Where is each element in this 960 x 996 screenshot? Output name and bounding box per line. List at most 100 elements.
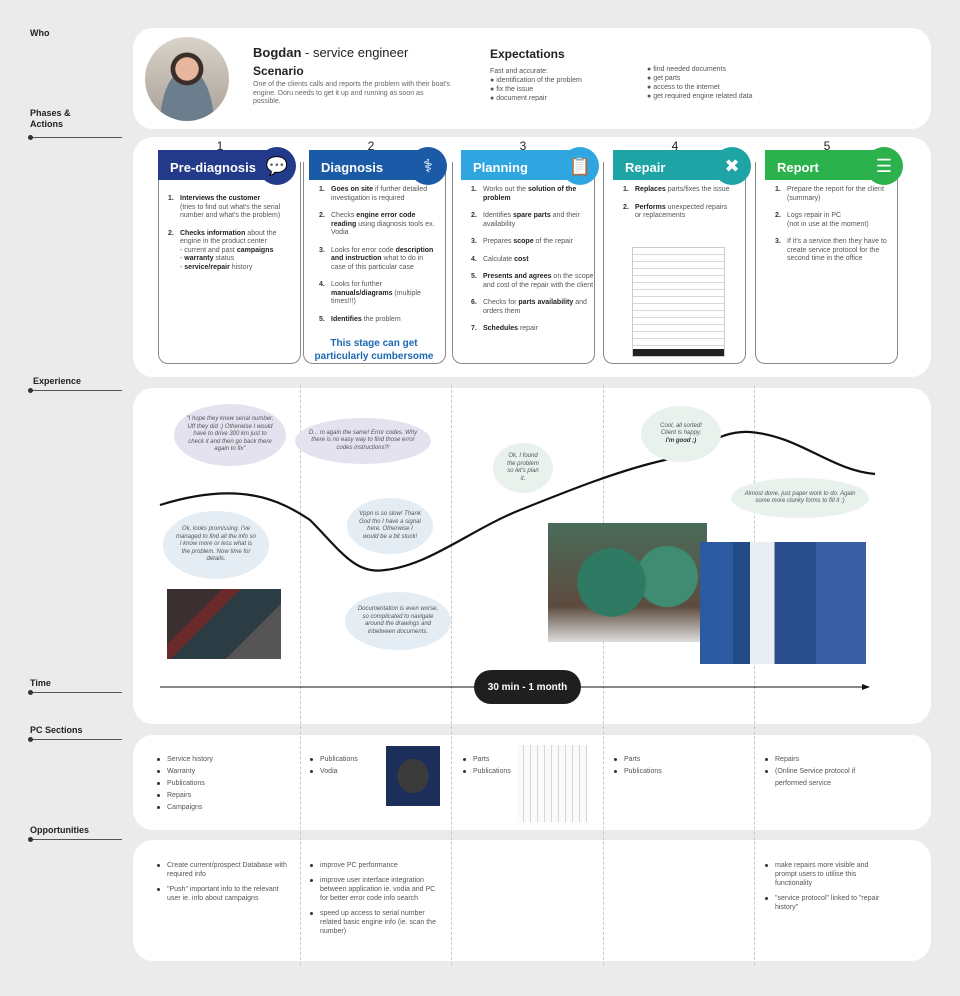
phase-number: 1: [216, 139, 224, 153]
action-item: 1.Prepare the report for the client (sum…: [775, 186, 884, 202]
time-duration-pill: 30 min - 1 month: [474, 670, 581, 704]
expectations-list-1: Fast and accurate: ● identification of t…: [490, 68, 582, 102]
thought-bubble: "I hope they knew serial number. Uff the…: [174, 404, 286, 466]
action-item: 1.Goes on site if further detailed inves…: [319, 186, 428, 202]
list-item: Publications: [463, 766, 511, 778]
thought-bubble: Documentation is even worse, so complica…: [345, 592, 451, 650]
action-item: 2.Logs repair in PC (not in use at the m…: [775, 212, 869, 228]
action-item: 1.Works out the solution of the problem: [471, 186, 577, 202]
phase-action-list: 1.Prepare the report for the client (sum…: [775, 186, 890, 273]
action-item: 2.Performs unexpected repairs or replace…: [623, 203, 728, 220]
list-item: Warranty: [157, 766, 213, 778]
persona-name: Bogdan - service engineer: [253, 45, 409, 60]
list-item: Publications: [157, 778, 213, 790]
list-item: Parts: [463, 754, 511, 766]
list-item: "service protocol" linked to "repair his…: [765, 894, 890, 912]
thought-bubble: Cool, all sorted! Client is happy. I'm g…: [641, 406, 721, 462]
phase-title-4: Repair: [613, 150, 733, 180]
action-item: 5.Presents and agrees on the scope and c…: [471, 273, 594, 289]
chat-bubbles-icon: 💬: [258, 147, 296, 185]
opportunities-divider: [28, 837, 122, 842]
action-item: 2.Checks information about the engine in…: [168, 229, 277, 271]
persona-avatar: [145, 37, 229, 121]
list-item: improve user interface integration betwe…: [310, 876, 445, 903]
phase-action-list: 1.Works out the solution of the problem 2…: [471, 186, 596, 343]
clipboard-icon: 📋: [561, 147, 599, 185]
list-item: Campaigns: [157, 802, 213, 814]
action-item: 3.Looks for error code description and i…: [319, 246, 434, 271]
action-item: 3.If it's a service then they have to cr…: [775, 238, 887, 262]
column-separator: [451, 385, 452, 965]
phase-number: 5: [823, 139, 831, 153]
column-separator: [754, 385, 755, 965]
stethoscope-icon: ⚕: [409, 147, 447, 185]
phases-label: Phases & Actions: [30, 108, 71, 129]
expectations-title: Expectations: [490, 47, 565, 61]
list-item: make repairs more visible and prompt use…: [765, 861, 890, 888]
opportunities-card: [133, 840, 931, 961]
action-item: 1.Interviews the customer (tries to find…: [168, 195, 281, 219]
phases-divider: [28, 135, 122, 140]
action-item: 4.Calculate cost: [471, 255, 529, 263]
time-arrow: [862, 684, 870, 690]
phase-box: [303, 162, 446, 364]
action-item: 2.Identifies spare parts and their avail…: [471, 212, 580, 228]
phase-action-list: 1.Goes on site if further detailed inves…: [319, 186, 439, 333]
opportunities-label: Opportunities: [30, 825, 89, 835]
list-item: speed up access to serial number related…: [310, 909, 445, 936]
pc-sections-label: PC Sections: [30, 725, 83, 735]
opp-list-5: make repairs more visible and prompt use…: [765, 861, 890, 918]
experience-divider: [28, 388, 122, 393]
time-divider: [28, 690, 122, 695]
phase-number: 4: [671, 139, 679, 153]
list-item: "Push" important info to the relevant us…: [157, 885, 292, 903]
column-separator: [300, 385, 301, 965]
repair-document-thumbnail: [632, 247, 725, 357]
phase-box: [755, 162, 898, 364]
who-label: Who: [30, 28, 50, 38]
list-item: Create current/prospect Database with re…: [157, 861, 292, 879]
engine-photo-1: [167, 589, 281, 659]
wrench-icon: ✖: [713, 147, 751, 185]
phase-title-1: Pre-diagnosis: [158, 150, 278, 180]
opp-list-1: Create current/prospect Database with re…: [157, 861, 292, 909]
thought-bubble: Vppn is so slow! Thank God tho I have a …: [347, 498, 433, 554]
pc-sections-divider: [28, 737, 122, 742]
action-item: 2.Checks engine error code reading using…: [319, 212, 435, 236]
phase-action-list: 1.Interviews the customer (tries to find…: [168, 195, 283, 281]
emotion-curve: [159, 430, 876, 572]
time-label: Time: [30, 678, 51, 688]
thought-bubble: Ok, I found the problem so let's plan it…: [493, 443, 553, 493]
action-item: 3.Prepares scope of the repair: [471, 238, 573, 245]
thought-bubble: D... m again the same! Error codes. Why …: [295, 418, 431, 464]
scenario-text: One of the clients calls and reports the…: [253, 81, 451, 105]
list-item: Publications: [310, 754, 358, 766]
column-separator: [603, 385, 604, 965]
list-item: Vodia: [310, 766, 358, 778]
action-item: 1.Replaces parts/fixes the issue: [623, 186, 730, 193]
pc-list-5: Repairs(Online Service protocol if perfo…: [765, 754, 885, 790]
list-item: Repairs: [157, 790, 213, 802]
phase-box: [603, 162, 746, 364]
diagram-thumbnail: [517, 745, 587, 822]
action-item: 4.Looks for further manuals/diagrams (mu…: [319, 281, 421, 305]
phase-box: [452, 162, 595, 364]
scenario-title: Scenario: [253, 64, 304, 78]
engine-photo-2: [548, 523, 707, 642]
vodia-device-photo: [386, 746, 440, 806]
list-item: (Online Service protocol if performed se…: [765, 766, 885, 790]
cumbersome-note: This stage can get particularly cumberso…: [314, 338, 434, 362]
engine-photo-3: [700, 542, 866, 664]
who-card: [133, 28, 931, 129]
phase-box: [158, 162, 301, 364]
experience-label: Experience: [33, 376, 82, 386]
action-item: 6.Checks for parts availability and orde…: [471, 299, 587, 315]
thought-bubble: Ok, looks promissing. I've managed to fi…: [163, 511, 269, 579]
checklist-icon: ☰: [865, 147, 903, 185]
phase-action-list: 1.Replaces parts/fixes the issue 2.Perfor…: [623, 186, 733, 230]
list-item: Service history: [157, 754, 213, 766]
